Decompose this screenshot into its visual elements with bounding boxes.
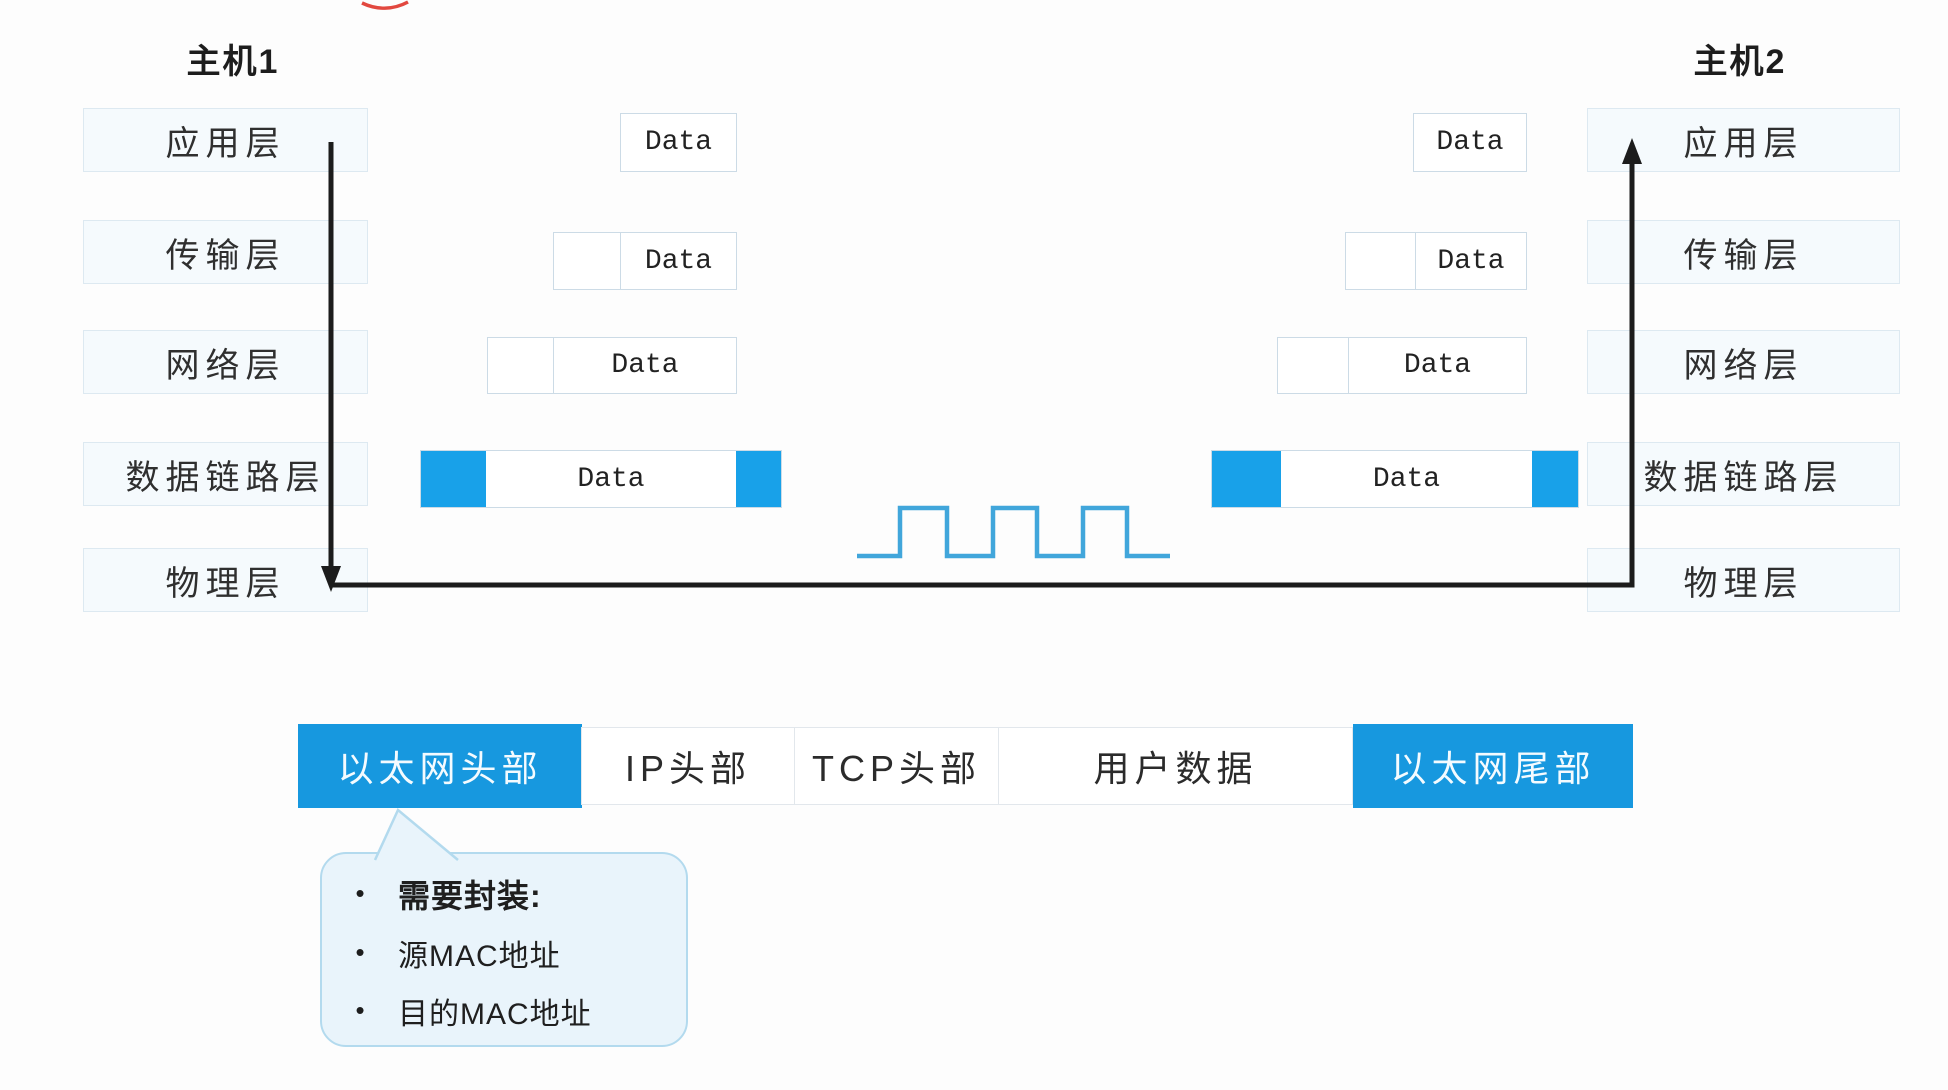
callout-row: • 需要封装:	[322, 871, 686, 917]
transport-header-cell	[1346, 233, 1416, 289]
callout-source-mac: 源MAC地址	[398, 939, 561, 973]
host1-network-pdu: Data	[487, 337, 737, 394]
frame-user-data: 用户数据	[998, 727, 1353, 805]
pdu-data-label: Data	[1436, 127, 1504, 158]
host2-transport-pdu: Data	[1345, 232, 1527, 290]
ethernet-frame-structure: 以太网头部 IP头部 TCP头部 用户数据 以太网尾部	[298, 724, 1633, 808]
frame-ethernet-header: 以太网头部	[298, 724, 582, 808]
pdu-data-label: Data	[1403, 350, 1472, 381]
host2-layer-network: 网络层	[1587, 330, 1900, 394]
host1-layer-datalink: 数据链路层	[83, 442, 368, 506]
host2-title: 主机2	[1693, 43, 1787, 81]
pdu-data-label: Data	[1437, 245, 1505, 277]
host1-transport-pdu: Data	[553, 232, 737, 290]
host1-application-pdu: Data	[620, 113, 737, 172]
callout-row: • 源MAC地址	[322, 931, 686, 975]
bullet-icon: •	[355, 937, 365, 967]
pdu-data-label: Data	[644, 245, 713, 277]
host2-application-pdu: Data	[1413, 113, 1527, 172]
frame-tcp-header: TCP头部	[794, 727, 999, 805]
network-header-cell	[488, 338, 554, 393]
host2-layer-application: 应用层	[1587, 108, 1900, 172]
host2-layer-transport: 传输层	[1587, 220, 1900, 284]
host1-datalink-frame: Data	[420, 450, 782, 508]
host2-network-pdu: Data	[1277, 337, 1527, 394]
frame-ip-header: IP头部	[581, 727, 795, 805]
frame-ethernet-trailer: 以太网尾部	[1353, 724, 1633, 808]
pdu-data-label: Data	[644, 127, 713, 158]
callout-row: • 目的MAC地址	[322, 989, 686, 1033]
pdu-data-label: Data	[577, 463, 645, 495]
host1-layer-network: 网络层	[83, 330, 368, 394]
transport-header-cell	[554, 233, 621, 289]
callout-dest-mac: 目的MAC地址	[398, 997, 592, 1031]
host1-layer-physical: 物理层	[83, 548, 368, 612]
pdu-data-label: Data	[611, 350, 679, 381]
ethernet-header-cell	[421, 451, 486, 507]
host2-layer-datalink: 数据链路层	[1587, 442, 1900, 506]
signal-waveform	[857, 505, 1170, 559]
host1-title: 主机1	[186, 43, 280, 81]
host2-datalink-frame: Data	[1211, 450, 1579, 508]
host2-layer-physical: 物理层	[1587, 548, 1900, 612]
bullet-icon: •	[355, 995, 365, 1025]
ethernet-trailer-cell	[736, 451, 781, 507]
pdu-data-label: Data	[1372, 463, 1441, 495]
ethernet-trailer-cell	[1532, 451, 1578, 507]
red-annotation-mark	[361, 0, 409, 10]
callout-title: 需要封装:	[398, 877, 542, 914]
bullet-icon: •	[355, 878, 365, 908]
ethernet-header-cell	[1212, 451, 1281, 507]
network-header-cell	[1278, 338, 1349, 393]
encapsulation-callout: • 需要封装: • 源MAC地址 • 目的MAC地址	[320, 852, 688, 1047]
host1-layer-application: 应用层	[83, 108, 368, 172]
host1-layer-transport: 传输层	[83, 220, 368, 284]
